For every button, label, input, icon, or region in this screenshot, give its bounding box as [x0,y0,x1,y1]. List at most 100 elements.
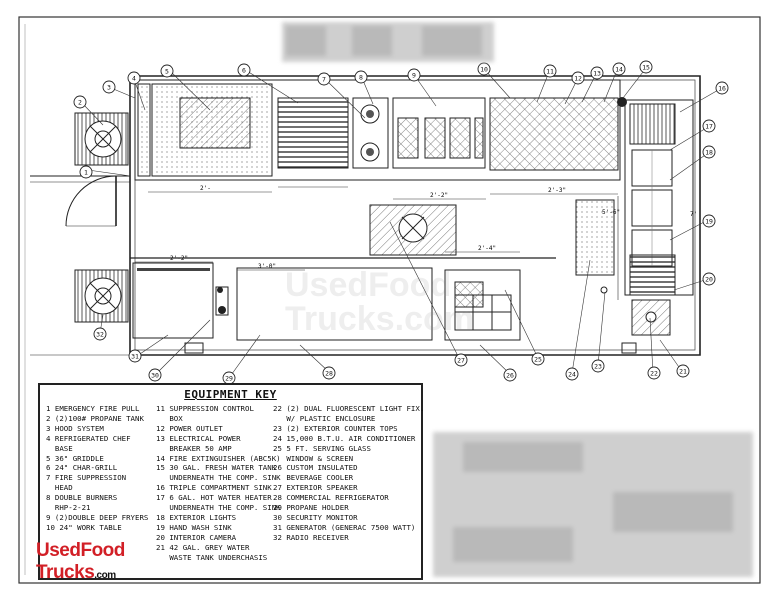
equipment-key-item: 3 HOOD SYSTEM [46,423,104,433]
watermark-line-2: Trucks.com [285,300,474,338]
char-grill [277,97,349,169]
svg-text:19: 19 [705,218,713,226]
svg-text:28: 28 [325,370,333,378]
usedfoodtrucks-logo: UsedFood Trucks.com [36,540,156,588]
equipment-key-item: 27 EXTERIOR SPEAKER [273,483,358,493]
equipment-key-item: 19 HAND WASH SINK [156,522,232,532]
equipment-key-item: 26 CUSTOM INSULATED [273,463,358,473]
logo-used: Used [36,540,81,561]
equipment-key-item: HEAD [46,483,73,493]
equipment-key-item: 25 5 FT. SERVING GLASS [273,443,371,453]
callout-22: 22 [647,366,661,380]
svg-text:22: 22 [650,370,658,378]
svg-text:26: 26 [506,372,514,380]
callout-12: 12 [571,71,585,85]
callout-14: 14 [612,62,626,76]
svg-text:29: 29 [225,375,233,383]
svg-text:7: 7 [322,76,326,84]
callout-13: 13 [590,66,604,80]
svg-text:27: 27 [457,357,465,365]
dim-1: 2'- [200,185,211,192]
dim-4: 2'-4" [478,245,496,252]
serving-window [575,199,615,276]
equipment-key-item: 13 ELECTRICAL POWER [156,433,241,443]
equipment-key-item: WASTE TANK UNDERCHASIS [156,552,268,562]
svg-text:8: 8 [359,74,363,82]
callout-28: 28 [322,366,336,380]
work-table [489,97,619,171]
svg-text:20: 20 [705,276,713,284]
svg-text:21: 21 [679,368,687,376]
svg-text:14: 14 [615,66,623,74]
callout-25: 25 [531,352,545,366]
svg-text:9: 9 [412,72,416,80]
equipment-key-item: 29 PROPANE HOLDER [273,503,349,513]
equipment-key-item: UNDERNEATH THE COMP. SINK [156,473,281,483]
svg-text:25: 25 [534,356,542,364]
equipment-key-item: 12 POWER OUTLET [156,423,223,433]
commercial-refrigerator [132,262,214,339]
svg-text:10: 10 [480,66,488,74]
dim-3: 3'-0" [258,263,276,270]
svg-text:16: 16 [718,85,726,93]
callout-24: 24 [565,367,579,381]
svg-text:1: 1 [84,169,88,177]
callout-10: 10 [477,62,491,76]
callout-26: 26 [503,368,517,382]
equipment-key-item: 22 (2) DUAL FLUORESCENT LIGHT FIX. [273,404,425,413]
equipment-key-item: 17 6 GAL. HOT WATER HEATER [156,493,272,503]
equipment-key-item: 7 FIRE SUPPRESSION [46,473,127,483]
logo-com: .com [94,570,116,581]
callout-23: 23 [591,359,605,373]
svg-text:24: 24 [568,371,576,379]
equipment-key-item: 8 DOUBLE BURNERS [46,493,118,503]
callout-7: 7 [317,72,331,86]
svg-text:2: 2 [78,99,82,107]
equipment-key-item: 18 EXTERIOR LIGHTS [156,512,237,522]
dim-5: 2'-2" [430,192,448,199]
callout-18: 18 [702,145,716,159]
equipment-key-column-3: 22 (2) DUAL FLUORESCENT LIGHT FIX. W/ PL… [273,404,424,543]
redacted-title-block [282,22,494,62]
dim-7: 5'-6" [602,209,620,216]
exterior-counter [236,267,433,341]
truck-outline [129,75,701,356]
svg-text:5: 5 [165,68,169,76]
svg-text:15: 15 [642,64,650,72]
equipment-key-item: WINDOW & SCREEN [273,453,354,463]
svg-text:30: 30 [151,372,159,380]
callout-5: 5 [160,64,174,78]
cooler-grid [454,294,512,331]
equipment-key-item: RHP-2-21 [46,503,91,513]
equipment-key-item: W/ PLASTIC ENCLOSURE [273,413,376,423]
hood-system [134,79,621,181]
equipment-key-item: 21 42 GAL. GREY WATER [156,542,250,552]
equipment-key-item: 5 36" GRIDDLE [46,453,104,463]
callout-30: 30 [148,368,162,382]
callout-9: 9 [407,68,421,82]
equipment-key-item: BOX [156,413,183,423]
callout-27: 27 [454,353,468,367]
equipment-key-item: 6 24" CHAR-GRILL [46,463,118,473]
watermark: UsedFood Trucks.com [285,268,474,336]
equipment-key-item: 4 REFRIGERATED CHEF [46,433,131,443]
svg-text:3: 3 [107,84,111,92]
callout-8: 8 [354,70,368,84]
equipment-key-item: 24 15,000 B.T.U. AIR CONDITIONER [273,433,416,443]
logo-food: Food [80,540,125,561]
beverage-cooler [444,269,521,341]
equipment-key-item: 23 (2) EXTERIOR COUNTER TOPS [273,423,398,433]
svg-text:32: 32 [96,331,104,339]
svg-text:12: 12 [574,75,582,83]
equipment-key-item: 30 SECURITY MONITOR [273,512,358,522]
equipment-key-item: BREAKER 50 AMP [156,443,232,453]
equipment-key-item: 15 30 GAL. FRESH WATER TANK [156,463,277,473]
equipment-key-item: 32 RADIO RECEIVER [273,532,349,542]
equipment-key-item: 31 GENERATOR (GENERAC 7500 WATT) [273,522,416,532]
